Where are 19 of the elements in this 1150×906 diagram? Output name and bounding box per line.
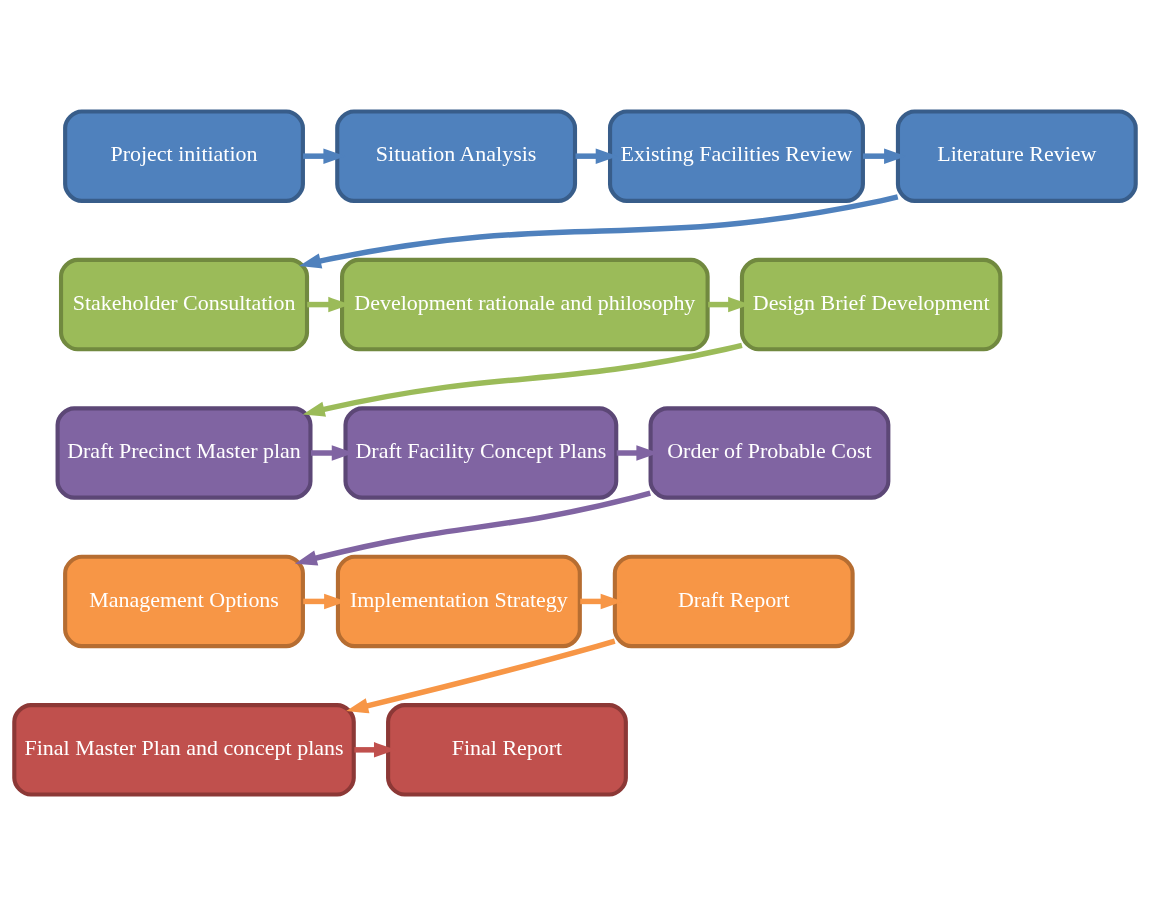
node-box: Draft Report <box>612 554 855 649</box>
node-box: Design Brief Development <box>739 257 1003 352</box>
node-box: Draft Precinct Master plan <box>55 406 313 500</box>
node-box: Final Master Plan and concept plans <box>12 703 356 797</box>
node-box: Literature Review <box>895 109 1138 203</box>
arrow <box>346 638 616 714</box>
node-box: Order of Probable Cost <box>648 406 891 500</box>
node-box: Stakeholder Consultation <box>58 257 310 352</box>
arrow <box>302 342 743 417</box>
node-box: Existing Facilities Review <box>608 109 865 203</box>
node-box: Final Report <box>386 703 628 797</box>
node-box: Project initiation <box>63 109 305 203</box>
node-box: Implementation Strategy <box>335 554 582 649</box>
node-box: Situation Analysis <box>335 109 578 203</box>
node-box: Management Options <box>63 554 305 649</box>
node-box: Development rationale and philosophy <box>340 257 710 352</box>
arrow <box>294 490 651 566</box>
arrow <box>299 194 899 269</box>
node-box: Draft Facility Concept Plans <box>343 406 619 500</box>
